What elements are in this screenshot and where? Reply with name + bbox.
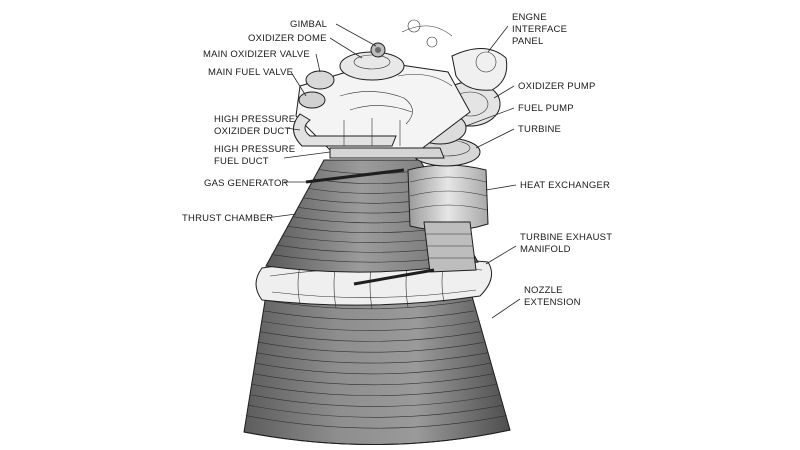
label-main-oxidizer-valve: MAIN OXIDIZER VALVE — [203, 49, 310, 60]
nozzle-ring-line — [245, 415, 507, 429]
labels-left: GIMBAL OXIDIZER DOME MAIN OXIDIZER VALVE… — [182, 19, 377, 224]
label-heat-exchanger: HEAT EXCHANGER — [520, 180, 610, 191]
nozzle-ring-line — [264, 310, 475, 320]
nozzle-ring-line — [256, 352, 488, 364]
injector-and-valves — [293, 19, 471, 286]
nozzle-ring-line — [251, 383, 498, 396]
nozzle-ring-line — [253, 373, 494, 386]
label-gas-generator: GAS GENERATOR — [204, 178, 289, 189]
label-turbine: TURBINE — [518, 124, 561, 135]
label-engine-interface-line3: PANEL — [512, 36, 543, 47]
label-hp-fuel-duct-line1: HIGH PRESSURE — [214, 144, 295, 155]
nozzle-ring-line — [249, 394, 501, 407]
label-engine-interface-line2: INTERFACE — [512, 24, 567, 35]
label-hp-oxidizer-duct-line2: OXIZIDER DUCT — [214, 126, 291, 137]
label-nozzle-line2: EXTENSION — [524, 297, 581, 308]
nozzle-extension — [243, 281, 511, 446]
label-turbine-exhaust-line2: MANIFOLD — [520, 244, 571, 255]
label-nozzle-line1: NOZZLE — [524, 285, 563, 296]
labels-right: ENGNE INTERFACE PANEL OXIDIZER PUMP FUEL… — [465, 12, 612, 319]
nozzle-ring-line — [262, 321, 478, 331]
nozzle-ring-line — [266, 300, 472, 310]
nozzle-ring-line — [258, 342, 485, 353]
label-oxidizer-pump: OXIDIZER PUMP — [518, 81, 596, 92]
label-oxidizer-dome: OXIDIZER DOME — [248, 33, 327, 44]
label-engine-interface-line1: ENGNE — [512, 12, 547, 23]
label-hp-fuel-duct-line2: FUEL DUCT — [214, 156, 269, 167]
nozzle-ring-line — [255, 362, 491, 375]
nozzle-ring-line — [260, 331, 481, 342]
label-fuel-pump: FUEL PUMP — [518, 103, 574, 114]
label-hp-oxidizer-duct-line1: HIGH PRESSURE — [214, 114, 295, 125]
label-thrust-chamber: THRUST CHAMBER — [182, 213, 273, 224]
nozzle-ring-line — [247, 404, 504, 418]
label-turbine-exhaust-line1: TURBINE EXHAUST — [520, 232, 612, 243]
label-gimbal: GIMBAL — [290, 19, 327, 30]
label-main-fuel-valve: MAIN FUEL VALVE — [208, 67, 293, 78]
